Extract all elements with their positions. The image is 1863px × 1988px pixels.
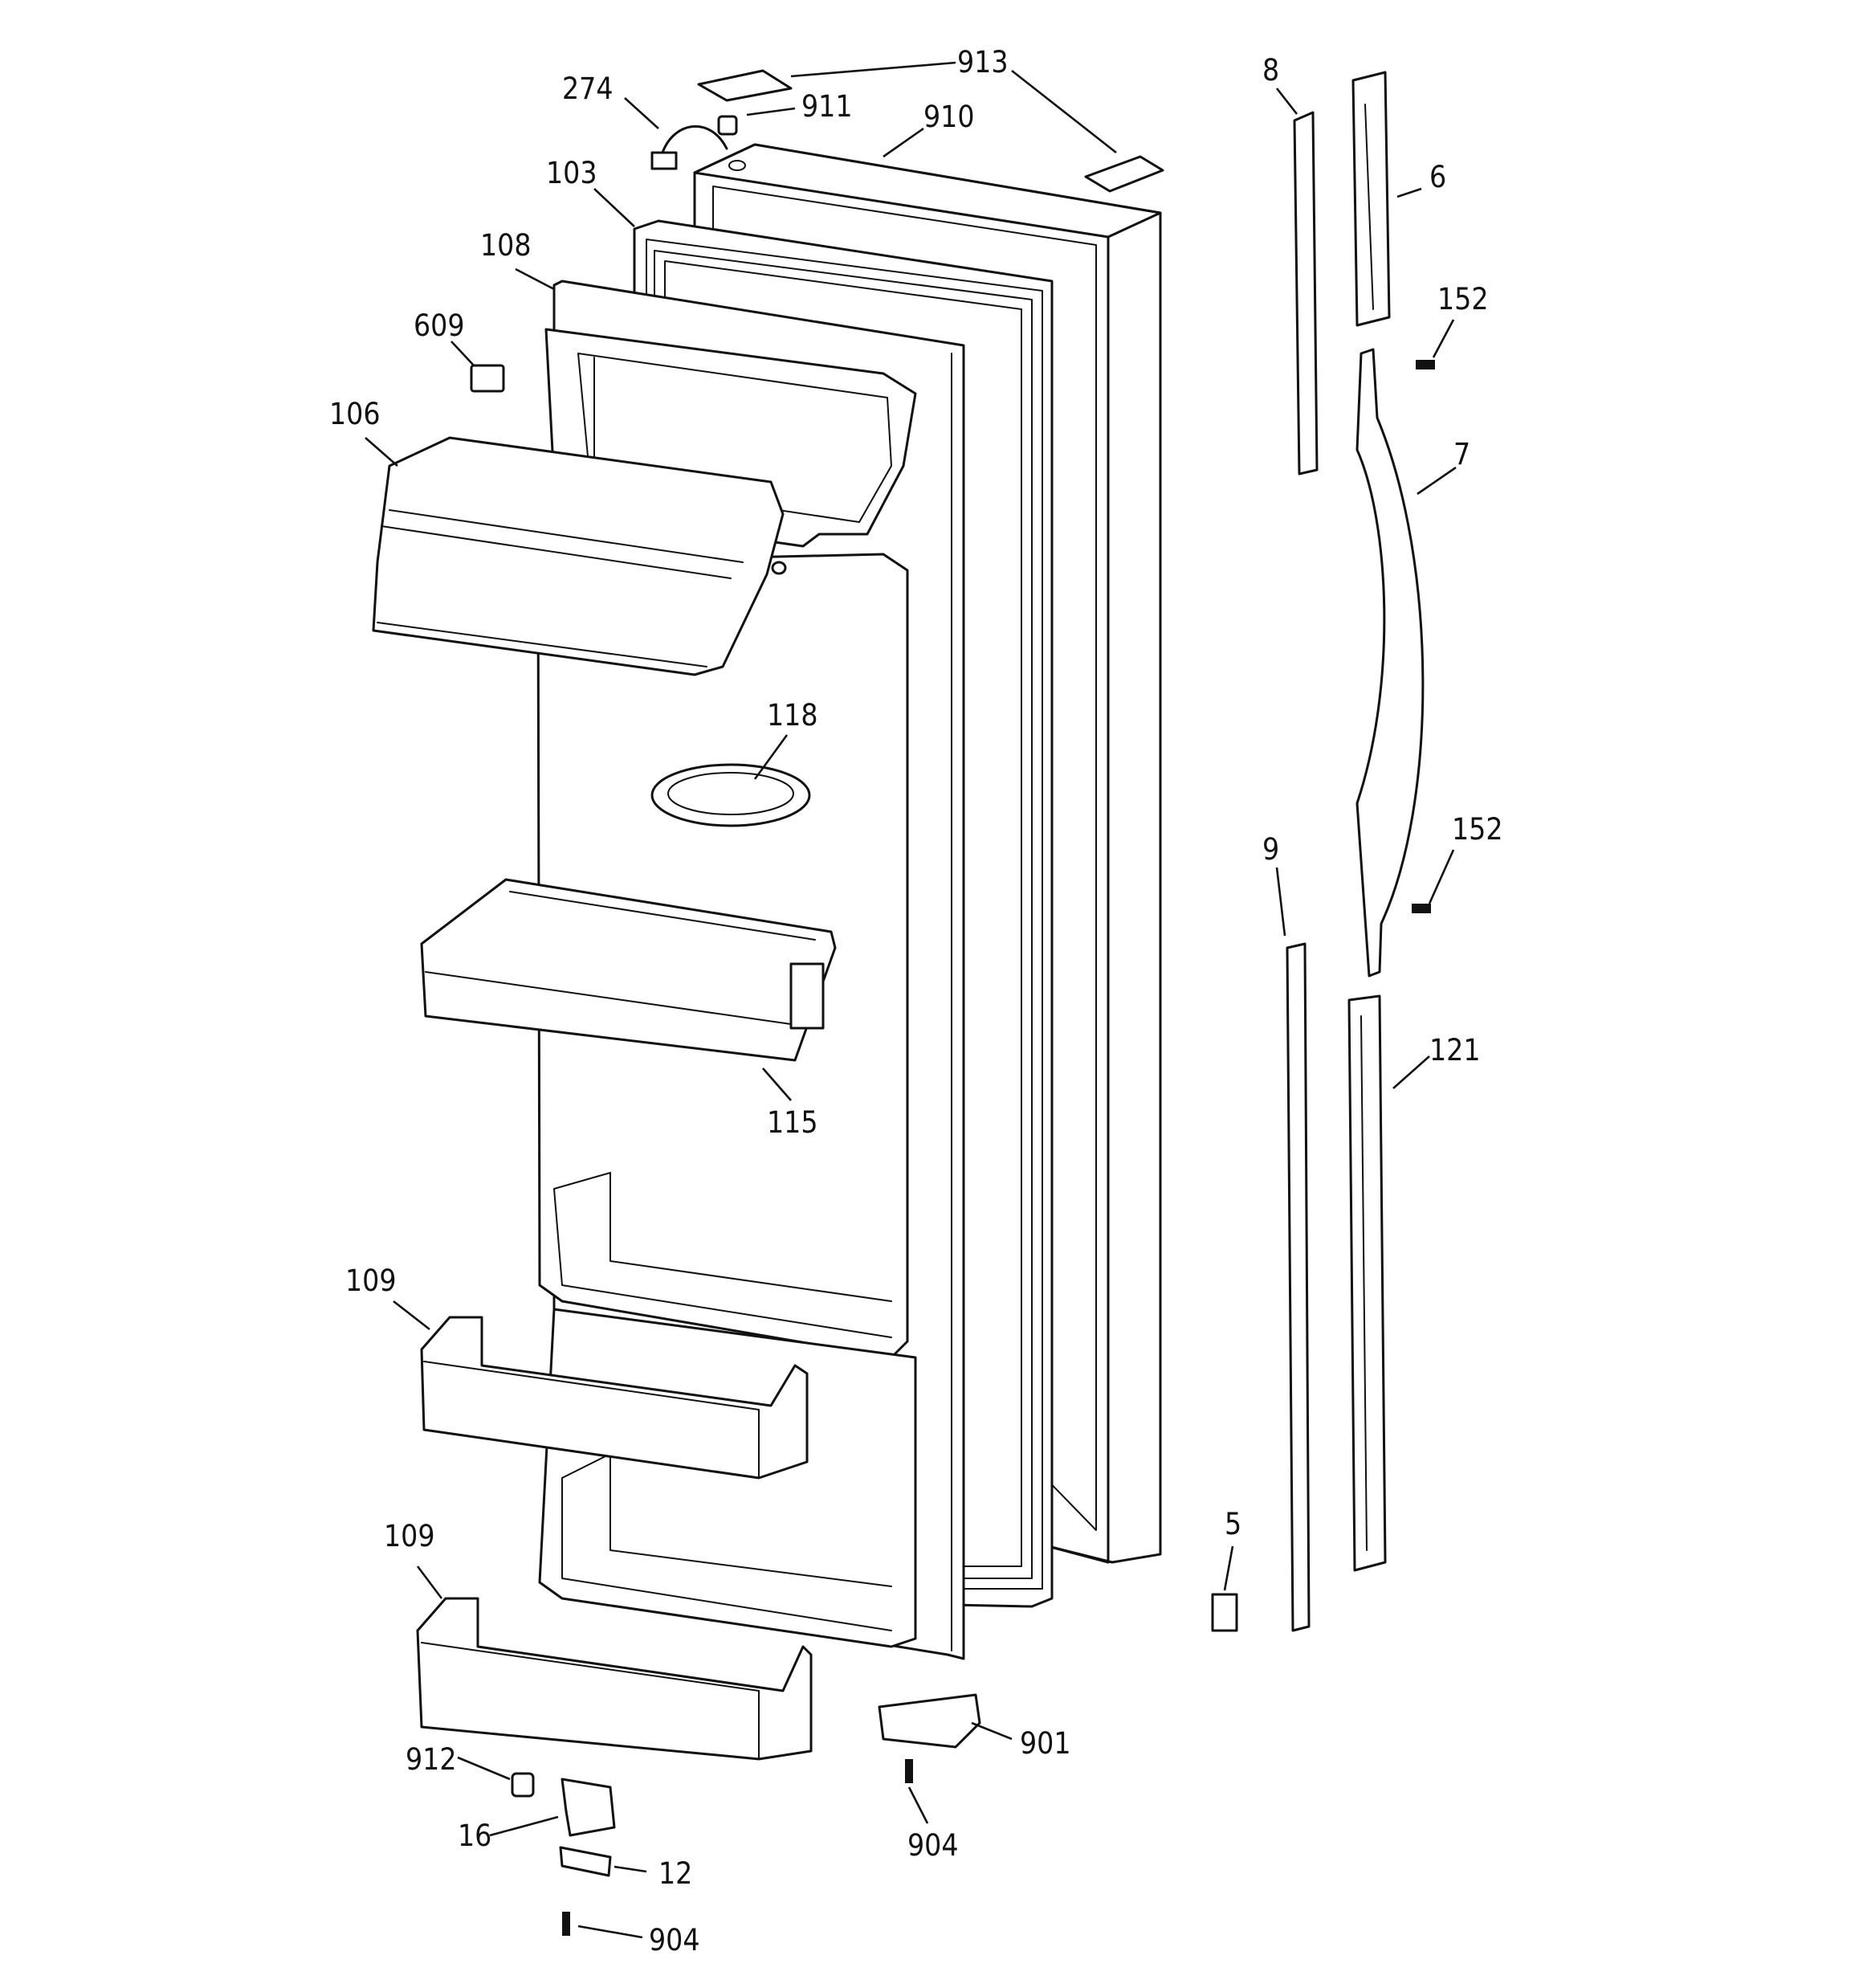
callout-103: 103 (546, 156, 597, 190)
handle-cap-121 (1347, 994, 1387, 1572)
cover-913-right (1084, 155, 1164, 193)
clip-5 (1211, 1593, 1238, 1632)
handle-cap-6 (1351, 71, 1391, 327)
callout-8: 8 (1262, 53, 1279, 88)
callout-910: 910 (923, 100, 975, 134)
callout-274: 274 (562, 71, 614, 106)
screw-152-upper (1416, 360, 1435, 369)
callout-121: 121 (1429, 1033, 1481, 1067)
callout-109-lower: 109 (384, 1519, 435, 1553)
screw-904-b (562, 1912, 570, 1936)
callout-609: 609 (414, 308, 465, 343)
leader-lines (365, 61, 1457, 1939)
door-shelf-109-upper (420, 1316, 809, 1480)
callout-7: 7 (1453, 437, 1470, 471)
hinge-16 (561, 1778, 616, 1837)
callout-912: 912 (406, 1742, 457, 1777)
callout-911: 911 (801, 89, 853, 124)
hinge-plate-12 (559, 1846, 612, 1877)
callout-118: 118 (767, 698, 818, 733)
callout-labels: 913 274 911 910 103 108 609 106 118 115 … (329, 45, 1503, 1957)
callout-108: 108 (480, 228, 532, 263)
egg-tray-118 (650, 763, 811, 827)
callout-16: 16 (458, 1819, 491, 1853)
switch-609 (470, 364, 505, 393)
trim-9 (1286, 942, 1311, 1632)
callout-106: 106 (329, 397, 381, 431)
callout-9: 9 (1262, 832, 1279, 867)
callout-115: 115 (767, 1105, 818, 1140)
bracket-901 (878, 1693, 981, 1749)
callout-152-upper: 152 (1437, 282, 1489, 316)
door-shelf-115 (420, 878, 837, 1062)
callout-152-lower: 152 (1452, 812, 1503, 847)
plug-911 (717, 115, 738, 136)
callout-901: 901 (1020, 1726, 1071, 1761)
bushing-912 (511, 1772, 535, 1798)
door-shelf-109-lower (416, 1597, 813, 1761)
callout-904-a: 904 (907, 1828, 959, 1863)
screw-152-lower (1412, 904, 1431, 913)
callout-913: 913 (957, 45, 1009, 80)
callout-904-b: 904 (649, 1923, 700, 1957)
callout-12: 12 (658, 1856, 692, 1891)
dairy-door-106 (372, 436, 787, 676)
cover-913-top (697, 69, 793, 102)
screw-904-a (905, 1759, 913, 1783)
callout-109-upper: 109 (345, 1263, 397, 1298)
callout-5: 5 (1225, 1507, 1241, 1541)
harness-274 (650, 125, 728, 170)
handle-7 (1355, 348, 1425, 978)
trim-8 (1293, 111, 1319, 476)
callout-6: 6 (1429, 160, 1446, 194)
